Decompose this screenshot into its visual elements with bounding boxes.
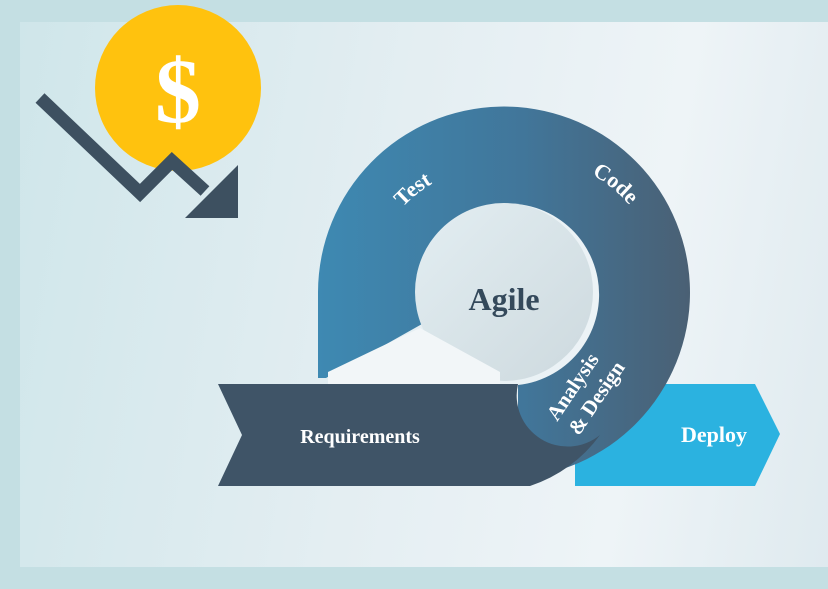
requirements-label: Requirements [300,426,420,448]
agile-hub [415,203,593,381]
dollar-coin-icon [95,5,261,171]
agile-ring [318,106,690,478]
ring-notch [328,328,500,384]
dollar-symbol: $ [155,40,201,142]
agile-label: Agile [468,281,539,317]
trend-down-arrow-icon [35,93,238,218]
requirements-band [218,384,600,486]
deploy-label: Deploy [681,422,747,447]
